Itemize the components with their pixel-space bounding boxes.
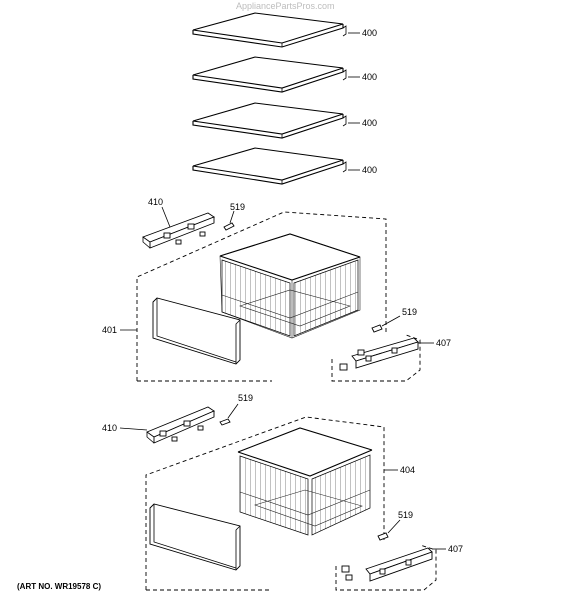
callout-lower-right-screw: 519 [398,510,413,520]
upper-right-slide [339,337,419,371]
lower-drawer-front [149,503,241,571]
callout-shelf-1: 400 [362,28,377,38]
callout-upper-left-slide: 410 [148,197,163,207]
upper-drawer-front [152,297,241,365]
watermark-text: AppliancePartsPros.com [236,1,335,11]
callout-lower-drawer: 404 [400,465,415,475]
lower-left-screw [219,403,239,426]
callout-shelf-4: 400 [362,165,377,175]
callout-lower-left-screw: 519 [238,393,253,403]
callout-lower-right-slide: 407 [448,544,463,554]
lower-right-slide [341,547,433,582]
art-number: (ART NO. WR19578 C) [17,582,101,591]
upper-left-slide [142,206,215,249]
lower-right-screw [377,519,401,541]
lower-wire-basket [237,427,373,536]
lower-left-slide [146,406,215,444]
callout-upper-right-slide: 407 [436,338,451,348]
callout-lower-left-slide: 410 [102,423,117,433]
lower-drawer-outline [145,416,385,590]
callout-shelf-3: 400 [362,118,377,128]
callout-shelf-2: 400 [362,72,377,82]
wire-shelf-4 [192,147,360,185]
callout-upper-right-screw: 519 [402,307,417,317]
upper-right-screw [371,315,401,333]
upper-left-screw [223,210,235,231]
callout-upper-left-screw: 519 [230,202,245,212]
wire-shelf-1 [192,12,360,48]
upper-wire-basket [219,233,361,339]
wire-shelf-3 [192,102,360,139]
callout-upper-drawer: 401 [102,325,117,335]
wire-shelf-2 [192,56,360,93]
